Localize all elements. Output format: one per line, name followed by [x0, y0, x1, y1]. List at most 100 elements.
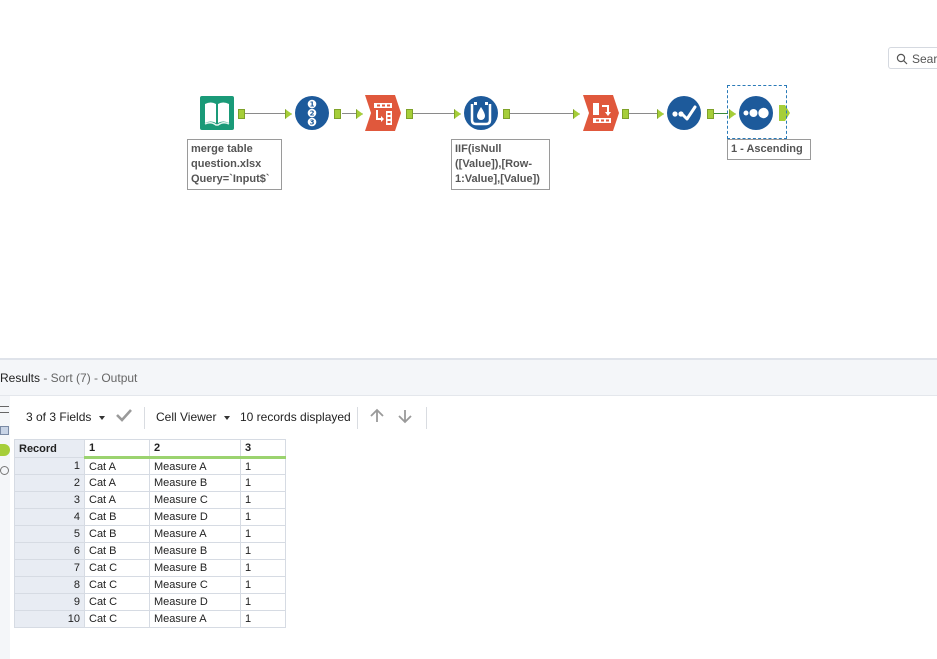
table-cell[interactable]: Cat B [84, 525, 150, 543]
table-cell[interactable]: 1 [240, 593, 286, 611]
record-id-tool[interactable]: 1 2 3 [294, 95, 330, 131]
workflow-canvas[interactable]: 1 2 3 [0, 0, 937, 358]
output-anchor[interactable] [779, 105, 790, 121]
table-cell[interactable]: Measure D [149, 508, 241, 526]
table-cell[interactable]: Measure D [149, 593, 241, 611]
table-cell[interactable]: 1 [240, 491, 286, 509]
column-header-3[interactable]: 3 [240, 439, 286, 459]
record-number-cell[interactable]: 9 [14, 593, 85, 611]
table-cell[interactable]: Cat A [84, 491, 150, 509]
table-cell[interactable]: Cat B [84, 542, 150, 560]
select-tool[interactable] [666, 95, 702, 131]
table-cell[interactable]: Measure C [149, 491, 241, 509]
apply-check-button[interactable] [114, 405, 134, 428]
fields-dropdown[interactable]: 3 of 3 Fields [26, 410, 106, 424]
scroll-up-button[interactable] [368, 407, 386, 428]
column-header-record[interactable]: Record [14, 439, 85, 458]
table-cell[interactable]: Cat C [84, 559, 150, 577]
input-anchor[interactable] [356, 109, 363, 119]
output-anchor[interactable] [622, 109, 629, 119]
connection-wire[interactable] [628, 113, 657, 114]
table-cell[interactable]: Cat A [84, 457, 150, 475]
list-view-icon[interactable] [0, 406, 9, 413]
table-cell[interactable]: Measure A [149, 457, 241, 475]
tool-annotation-input[interactable]: merge table question.xlsx Query=`Input$` [187, 139, 282, 190]
transpose-tool[interactable] [365, 95, 401, 131]
tool-annotation-sort[interactable]: 1 - Ascending [727, 139, 811, 160]
multi-row-formula-tool[interactable] [463, 95, 499, 131]
tool-annotation-formula[interactable]: IIF(isNull ([Value]),[Row- 1:Value],[Val… [451, 139, 550, 190]
table-cell[interactable]: 1 [240, 610, 286, 628]
table-cell[interactable]: Measure A [149, 610, 241, 628]
record-number-cell[interactable]: 3 [14, 491, 85, 509]
record-number-cell[interactable]: 7 [14, 559, 85, 577]
table-cell[interactable]: Measure B [149, 559, 241, 577]
column-header-1[interactable]: 1 [84, 439, 150, 459]
arrow-down-icon [398, 410, 412, 424]
record-number-cell[interactable]: 6 [14, 542, 85, 560]
cross-tab-tool[interactable] [583, 95, 619, 131]
input-anchor[interactable] [573, 109, 580, 119]
table-cell[interactable]: Cat A [84, 474, 150, 492]
record-number-cell[interactable]: 8 [14, 576, 85, 594]
record-number-cell[interactable]: 10 [14, 610, 85, 628]
connection-wire[interactable] [243, 113, 286, 114]
output-anchor[interactable] [707, 109, 714, 119]
output-anchor-icon[interactable] [0, 444, 10, 456]
record-number-cell[interactable]: 2 [14, 474, 85, 492]
search-input[interactable]: Searc [888, 47, 937, 69]
connection-wire[interactable] [509, 113, 573, 114]
table-cell[interactable]: 1 [240, 559, 286, 577]
connection-wire[interactable] [342, 113, 356, 114]
table-cell[interactable]: Cat C [84, 593, 150, 611]
table-cell[interactable]: Cat C [84, 576, 150, 594]
cross-tab-icon [583, 95, 619, 131]
table-cell[interactable]: Measure B [149, 474, 241, 492]
table-cell[interactable]: 1 [240, 457, 286, 475]
connection-wire[interactable] [714, 113, 728, 114]
records-count: 10 records displayed [240, 410, 351, 424]
results-title: Results - Sort (7) - Output [0, 371, 137, 385]
table-cell[interactable]: Cat B [84, 508, 150, 526]
input-anchor[interactable] [657, 109, 664, 119]
table-cell[interactable]: 1 [240, 576, 286, 594]
output-anchor[interactable] [406, 109, 413, 119]
output-anchor[interactable] [503, 109, 510, 119]
input-anchor[interactable] [285, 109, 292, 119]
cell-viewer-dropdown[interactable]: Cell Viewer [156, 410, 231, 424]
connection-wire[interactable] [412, 113, 454, 114]
input-data-tool[interactable] [199, 95, 235, 131]
search-icon [896, 53, 908, 65]
table-view-icon[interactable] [0, 426, 9, 435]
column-header-2[interactable]: 2 [149, 439, 241, 459]
table-cell[interactable]: Measure C [149, 576, 241, 594]
arrow-up-icon [370, 408, 384, 422]
table-cell[interactable]: Cat C [84, 610, 150, 628]
table-cell[interactable]: Measure B [149, 542, 241, 560]
table-cell[interactable]: 1 [240, 474, 286, 492]
output-anchor[interactable] [334, 109, 341, 119]
record-number-cell[interactable]: 5 [14, 525, 85, 543]
sort-tool[interactable] [738, 95, 774, 131]
output-anchor[interactable] [238, 109, 245, 119]
table-cell[interactable]: 1 [240, 525, 286, 543]
table-cell[interactable]: 1 [240, 508, 286, 526]
table-cell[interactable]: Measure A [149, 525, 241, 543]
record-number-cell[interactable]: 4 [14, 508, 85, 526]
scroll-down-button[interactable] [396, 407, 414, 428]
help-icon[interactable] [0, 466, 9, 475]
table-cell[interactable]: 1 [240, 542, 286, 560]
record-number-cell[interactable]: 1 [14, 457, 85, 475]
input-anchor[interactable] [454, 109, 461, 119]
